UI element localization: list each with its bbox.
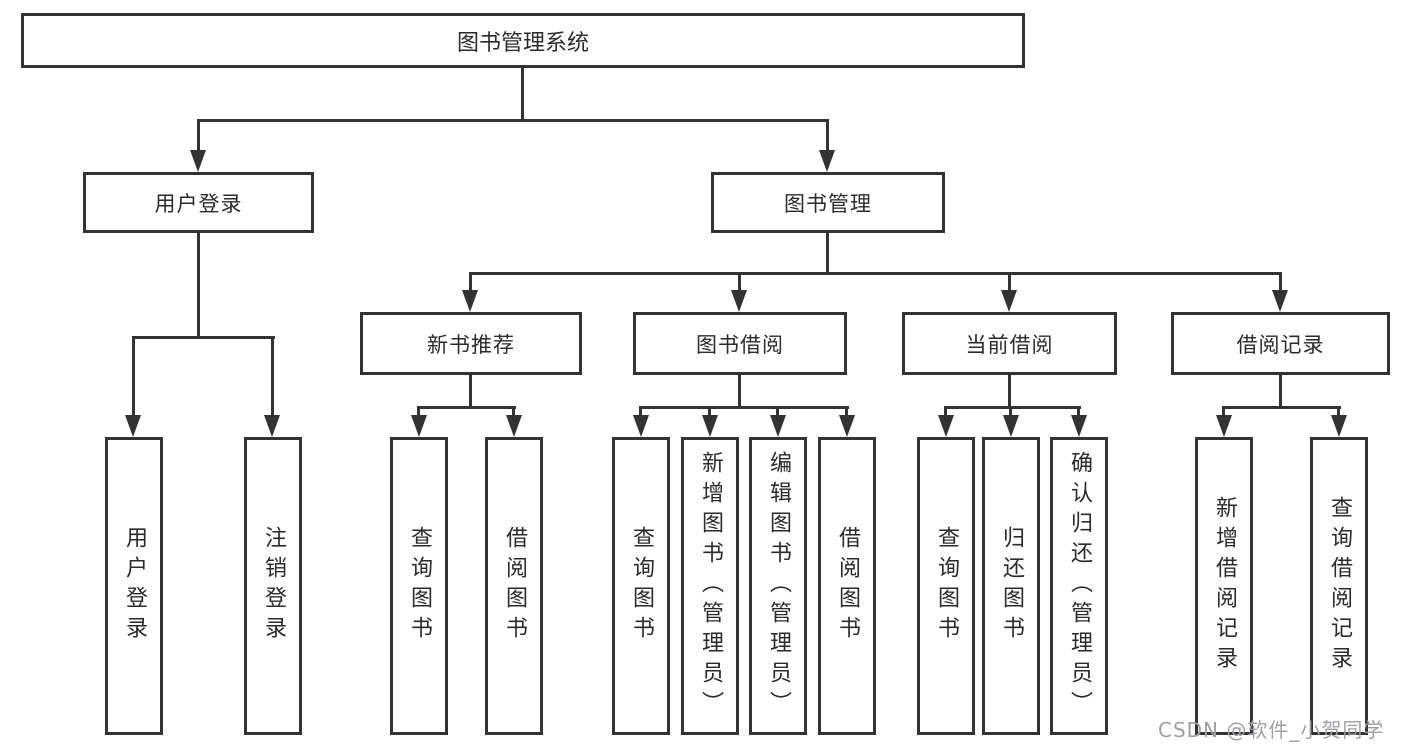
connector-stem-leaf <box>512 407 515 419</box>
node-borrow-records: 借阅记录 <box>1171 312 1390 375</box>
arrow-down-icon <box>633 415 649 437</box>
leaf-add-books-admin: 新增图书（管理员） <box>681 437 739 735</box>
leaf-user-login: 用户登录 <box>105 437 163 735</box>
connector-stem-leaf <box>776 407 779 419</box>
arrow-down-icon <box>770 415 786 437</box>
connector-stem-leaf <box>271 337 274 417</box>
arrow-down-icon <box>125 415 141 437</box>
connector-stem-leaf <box>944 407 947 419</box>
connector-new-books-horizontal <box>417 406 516 409</box>
node-book-management: 图书管理 <box>711 172 945 233</box>
leaf-query-books-recommend: 查询图书 <box>390 437 448 735</box>
node-user-login: 用户登录 <box>83 172 314 233</box>
leaf-edit-books-admin: 编辑图书（管理员） <box>749 437 807 735</box>
connector-new-books-vertical <box>469 375 472 408</box>
csdn-watermark: CSDN @软件_小贺同学 <box>1158 718 1385 742</box>
arrow-down-icon <box>1216 415 1232 437</box>
arrow-down-icon <box>731 290 747 312</box>
connector-book-borrow-vertical <box>738 375 741 408</box>
connector-stem-leaf <box>639 407 642 419</box>
connector-stem-current-borrow <box>1008 272 1011 292</box>
connector-stem-leaf <box>1337 407 1340 419</box>
node-library-management-system: 图书管理系统 <box>21 13 1025 68</box>
arrow-down-icon <box>938 415 954 437</box>
connector-user-login-vertical <box>197 233 200 338</box>
arrow-down-icon <box>1331 415 1347 437</box>
arrow-down-icon <box>1003 415 1019 437</box>
arrow-down-icon <box>1071 415 1087 437</box>
arrow-down-icon <box>819 150 835 172</box>
connector-current-borrow-vertical <box>1008 375 1011 408</box>
arrow-down-icon <box>190 150 206 172</box>
leaf-borrow-books-recommend: 借阅图书 <box>485 437 543 735</box>
connector-stem-leaf <box>1009 407 1012 419</box>
connector-stem-leaf <box>1222 407 1225 419</box>
leaf-confirm-return-admin: 确认归还（管理员） <box>1050 437 1108 735</box>
arrow-down-icon <box>1001 290 1017 312</box>
connector-stem-borrow-records <box>1279 272 1282 292</box>
connector-stem-leaf <box>708 407 711 419</box>
connector-stem-leaf <box>1077 407 1080 419</box>
connector-book-mgmt-horizontal <box>470 272 1282 275</box>
leaf-logout: 注销登录 <box>244 437 302 735</box>
connector-stem-leaf <box>845 407 848 419</box>
node-current-borrowing: 当前借阅 <box>902 312 1117 375</box>
connector-borrow-records-vertical <box>1279 375 1282 408</box>
connector-stem-user-login <box>197 120 200 153</box>
arrow-down-icon <box>506 415 522 437</box>
leaf-query-borrow-record: 查询借阅记录 <box>1310 437 1368 735</box>
arrow-down-icon <box>702 415 718 437</box>
connector-stem-new-books <box>469 272 472 292</box>
connector-stem-book-mgmt <box>826 120 829 153</box>
connector-book-mgmt-vertical <box>826 233 829 274</box>
connector-stem-leaf <box>132 337 135 417</box>
leaf-query-books-borrow: 查询图书 <box>612 437 670 735</box>
connector-user-login-horizontal <box>132 336 275 339</box>
leaf-return-books: 归还图书 <box>982 437 1040 735</box>
connector-root-horizontal <box>197 119 829 122</box>
node-book-borrowing: 图书借阅 <box>633 312 847 375</box>
arrow-down-icon <box>839 415 855 437</box>
connector-current-borrow-horizontal <box>944 406 1081 409</box>
connector-root-vertical <box>521 68 524 121</box>
connector-book-borrow-horizontal <box>639 406 849 409</box>
leaf-add-borrow-record: 新增借阅记录 <box>1195 437 1253 735</box>
connector-stem-leaf <box>417 407 420 419</box>
arrow-down-icon <box>264 415 280 437</box>
connector-stem-book-borrow <box>738 272 741 292</box>
arrow-down-icon <box>411 415 427 437</box>
arrow-down-icon <box>1272 290 1288 312</box>
connector-borrow-records-horizontal <box>1222 406 1341 409</box>
leaf-query-books-current: 查询图书 <box>917 437 975 735</box>
arrow-down-icon <box>462 290 478 312</box>
node-new-book-recommend: 新书推荐 <box>360 312 582 375</box>
leaf-borrow-books: 借阅图书 <box>818 437 876 735</box>
